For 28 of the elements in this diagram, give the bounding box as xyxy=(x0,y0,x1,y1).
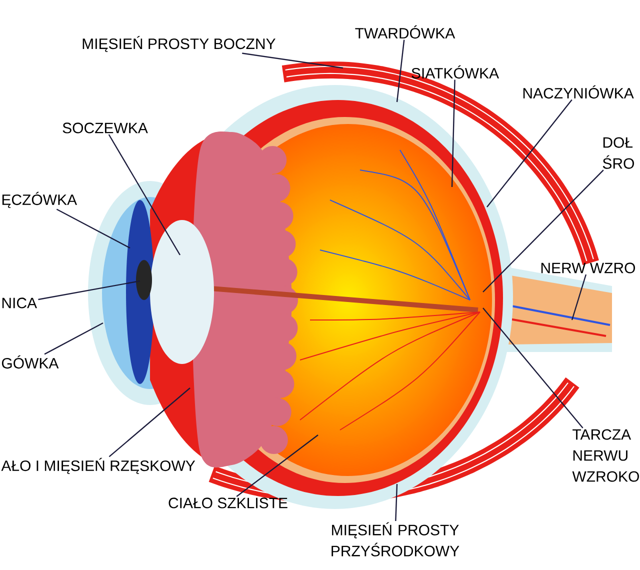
part-label: DOŁ ŚRO xyxy=(602,137,634,169)
part-label: TWARDÓWKA xyxy=(355,25,456,39)
leader-line xyxy=(571,274,587,320)
leader-line xyxy=(451,80,456,188)
part-label: CIAŁO SZKLISTE xyxy=(168,498,288,508)
part-label: NERW WZRO xyxy=(541,262,635,274)
leader-line xyxy=(44,322,104,355)
part-label: MIĘSIEŃ PROSTY PRZYŚRODKOWY xyxy=(332,522,460,556)
leader-line xyxy=(108,134,181,256)
part-label: SIATKÓWKA xyxy=(412,65,500,79)
leader-line xyxy=(486,99,572,208)
leader-line xyxy=(38,280,140,300)
leader-line xyxy=(242,52,344,69)
part-label: NICA xyxy=(2,298,37,308)
part-label: NACZYNIÓWKA xyxy=(523,85,634,99)
leader-line xyxy=(482,308,584,428)
leader-line xyxy=(56,208,130,249)
leader-line xyxy=(108,388,190,458)
leader-line xyxy=(396,40,405,102)
part-label: AŁO I MIĘSIEŃ RZĘSKOWY xyxy=(1,458,196,474)
part-label: TARCZA NERWU WZROKO xyxy=(572,429,639,482)
part-label: MIĘSIEŃ PROSTY BOCZNY xyxy=(82,36,276,52)
part-label: ĘCZÓWKA xyxy=(2,192,78,208)
part-label: GÓWKA xyxy=(2,355,59,369)
part-label: SOCZEWKA xyxy=(62,122,148,134)
leader-line xyxy=(482,170,604,292)
leader-line xyxy=(395,484,398,522)
leader-line xyxy=(236,434,318,497)
